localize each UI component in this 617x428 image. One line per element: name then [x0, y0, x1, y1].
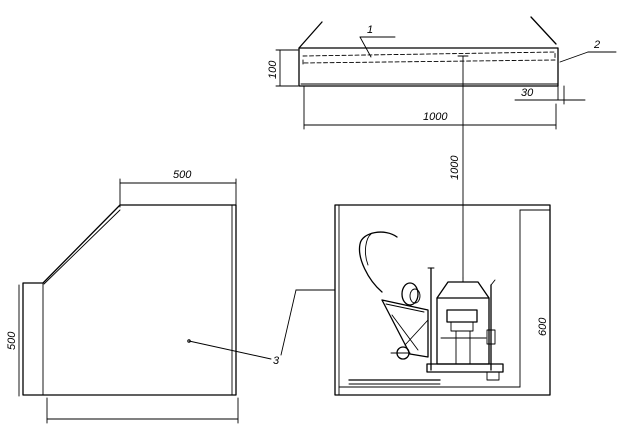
dimension-hood-height [275, 49, 299, 87]
callout-2-label: 2 [593, 39, 600, 51]
laboratory-apparatus [348, 231, 504, 385]
dimension-cabinet-height-label: 500 [6, 331, 18, 350]
dimension-cabinet-top-label: 500 [173, 169, 192, 181]
dimension-hood-clearance-label: 1000 [449, 155, 461, 180]
dimension-hood-clearance [457, 55, 469, 279]
dimension-hood-overhang-label: 30 [521, 87, 534, 99]
exhaust-hood [298, 16, 559, 101]
dimension-enclosure-height-label: 600 [537, 317, 549, 336]
dimension-hood-width [303, 85, 557, 130]
dimension-hood-overhang [514, 85, 586, 105]
callout-3-label: 3 [273, 355, 280, 367]
callout-1-leader [359, 36, 396, 58]
callout-1-label: 1 [367, 24, 373, 36]
enclosure-outline [334, 204, 551, 396]
cabinet-outline [22, 204, 237, 396]
dimension-hood-width-label: 1000 [423, 111, 448, 123]
callout-3-leaders [187, 289, 336, 360]
dimension-cabinet-bottom [46, 397, 239, 424]
callout-2-leader [559, 51, 617, 63]
dimension-hood-height-label: 100 [267, 60, 279, 79]
dimension-cabinet-top [119, 178, 237, 208]
